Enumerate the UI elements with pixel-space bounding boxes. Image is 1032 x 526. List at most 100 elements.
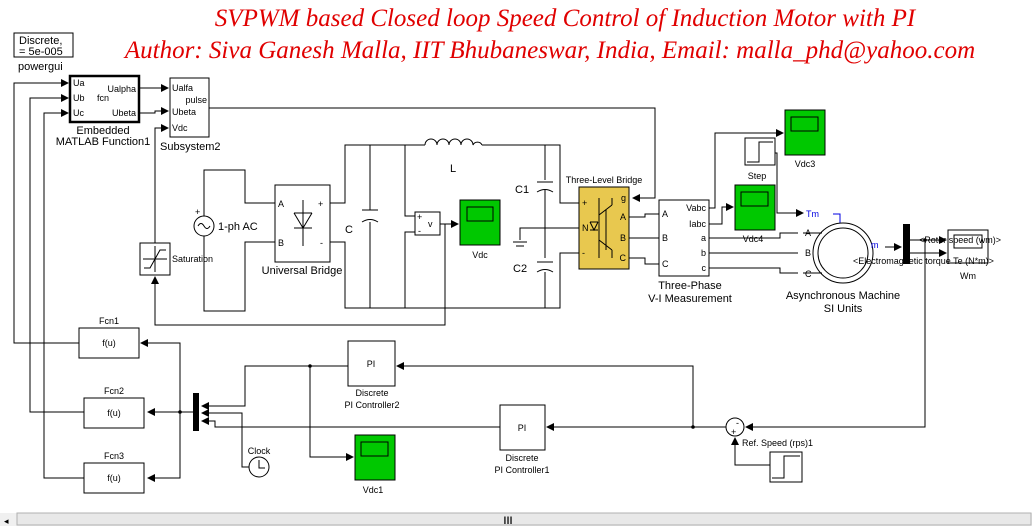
vi-port-iabc: Iabc: [689, 219, 707, 229]
machine-port-a: A: [805, 228, 811, 238]
scope-vdc[interactable]: Vdc: [459, 199, 501, 260]
inductor-l[interactable]: L: [424, 138, 483, 175]
saturation-label: Saturation: [172, 254, 213, 264]
tl-port-c: C: [620, 253, 627, 263]
port-ub: Ub: [73, 93, 85, 103]
tl-port-plus: +: [582, 198, 587, 208]
powergui-block[interactable]: Discrete, = 5e-005 powergui: [13, 32, 74, 73]
machine-label-2: SI Units: [824, 303, 863, 315]
fcn1-block[interactable]: f(u) Fcn1: [78, 316, 140, 359]
embedded-label-2: MATLAB Function1: [56, 136, 151, 148]
fcn2-block[interactable]: f(u) Fcn2: [83, 386, 145, 429]
pi2-text: PI: [367, 359, 376, 369]
vi-port-b: B: [662, 233, 668, 243]
capacitor-c2-label: C2: [513, 263, 527, 275]
powergui-line1: Discrete,: [19, 35, 62, 47]
subsystem-label: Subsystem2: [160, 141, 221, 153]
fcn2-label: Fcn2: [104, 386, 124, 396]
ub-port-minus: -: [320, 238, 323, 248]
source-plus: +: [195, 207, 200, 217]
capacitor-c-label: C: [345, 224, 353, 236]
saturation-block[interactable]: Saturation: [139, 242, 213, 276]
fcn1-label: Fcn1: [99, 316, 119, 326]
ub-port-plus: +: [318, 199, 323, 209]
vm-v: v: [428, 219, 433, 229]
capacitor-c2[interactable]: C2: [513, 261, 554, 275]
step-block[interactable]: Step: [744, 137, 776, 181]
port-ua: Ua: [73, 78, 85, 88]
pi1-label-2: PI Controller1: [494, 465, 549, 475]
capacitor-c[interactable]: C: [345, 209, 379, 236]
scope-vdc4[interactable]: Vdc4: [734, 184, 776, 244]
powergui-line2: = 5e-005: [19, 46, 63, 58]
source-label: 1-ph AC: [218, 221, 258, 233]
title-line-2: Author: Siva Ganesh Malla, IIT Bhubanesw…: [123, 37, 975, 64]
sum-block[interactable]: - + Ref. Speed (rps)1: [725, 417, 813, 448]
ref-speed-label: Ref. Speed (rps)1: [742, 438, 813, 448]
pi-controller-2[interactable]: PI Discrete PI Controller2: [344, 340, 400, 410]
tl-port-g: g: [621, 193, 626, 203]
embedded-matlab-function-block[interactable]: Ua Ub Uc Ualpha Ubeta fcn Embedded MATLA…: [56, 74, 151, 148]
pi-controller-1[interactable]: PI Discrete PI Controller1: [494, 404, 550, 475]
scope-wm-label: Wm: [960, 271, 976, 281]
powergui-label: powergui: [18, 61, 63, 73]
vm-minus: -: [418, 226, 421, 236]
vi-port-vabc: Vabc: [686, 203, 706, 213]
machine-port-b: B: [805, 248, 811, 258]
scope-vdc3[interactable]: Vdc3: [784, 109, 826, 169]
ac-source[interactable]: + 1-ph AC: [193, 207, 258, 237]
ub-port-b: B: [278, 238, 284, 248]
fcn3-expr: f(u): [107, 473, 121, 483]
ref-speed-step-block[interactable]: [769, 451, 803, 483]
asynchronous-machine-block[interactable]: Tm A B C m Asynchronous Machine SI Units: [786, 209, 900, 315]
scrollbar-grip[interactable]: III: [503, 515, 512, 526]
step-label: Step: [748, 171, 767, 181]
port-ubeta-in: Ubeta: [172, 107, 196, 117]
vi-port-c: C: [662, 259, 669, 269]
three-level-bridge-block[interactable]: Three-Level Bridge + N - g A B C: [566, 175, 643, 270]
ub-port-a: A: [278, 199, 284, 209]
scope-vdc1[interactable]: Vdc1: [354, 434, 396, 495]
mux-block[interactable]: [193, 393, 199, 431]
tl-port-n: N: [582, 223, 589, 233]
clock-block[interactable]: Clock: [248, 446, 271, 478]
vi-label-2: V-I Measurement: [648, 293, 732, 305]
sum-minus: -: [736, 418, 739, 428]
machine-port-m: m: [871, 240, 879, 250]
vi-port-a-out: a: [701, 233, 706, 243]
machine-label-1: Asynchronous Machine: [786, 290, 900, 302]
tl-port-b: B: [620, 233, 626, 243]
embedded-label-1: Embedded: [76, 125, 129, 137]
voltage-measurement-block[interactable]: + v -: [414, 211, 441, 236]
vi-label-1: Three-Phase: [658, 280, 722, 292]
bus-selector[interactable]: [903, 224, 910, 264]
scope-vdc-label: Vdc: [472, 250, 488, 260]
scroll-left-arrow-icon[interactable]: ◂: [4, 516, 9, 526]
scope-vdc3-label: Vdc3: [795, 159, 816, 169]
capacitor-c1[interactable]: C1: [515, 181, 554, 196]
signal-torque: <Electromagnetic torque Te (N*m)>: [853, 256, 994, 266]
port-vdc: Vdc: [172, 123, 188, 133]
universal-bridge-block[interactable]: A B + - Universal Bridge: [262, 184, 343, 277]
fcn3-block[interactable]: f(u) Fcn3: [83, 451, 145, 494]
vi-measurement-block[interactable]: A B C Vabc Iabc a b c Three-Phase V-I Me…: [648, 199, 732, 305]
universal-bridge-label: Universal Bridge: [262, 265, 343, 277]
fcn-label: fcn: [97, 93, 109, 103]
pi1-text: PI: [518, 423, 527, 433]
pi1-label-1: Discrete: [505, 453, 538, 463]
vi-port-b-out: b: [701, 248, 706, 258]
subsystem2-block[interactable]: Ualfa Ubeta Vdc pulse Subsystem2: [160, 77, 221, 153]
three-level-label: Three-Level Bridge: [566, 175, 643, 185]
vi-port-c-out: c: [702, 263, 707, 273]
title-line-1: SVPWM based Closed loop Speed Control of…: [215, 5, 917, 32]
ground-icon: [513, 241, 527, 247]
horizontal-scrollbar[interactable]: ◂ III: [0, 512, 1032, 526]
fcn2-expr: f(u): [107, 408, 121, 418]
tl-port-minus: -: [582, 248, 585, 258]
scope-vdc1-label: Vdc1: [363, 485, 384, 495]
vm-plus: +: [417, 212, 422, 222]
scope-wm[interactable]: Wm: [947, 229, 989, 281]
clock-icon: [258, 460, 265, 469]
tl-port-a: A: [620, 212, 626, 222]
